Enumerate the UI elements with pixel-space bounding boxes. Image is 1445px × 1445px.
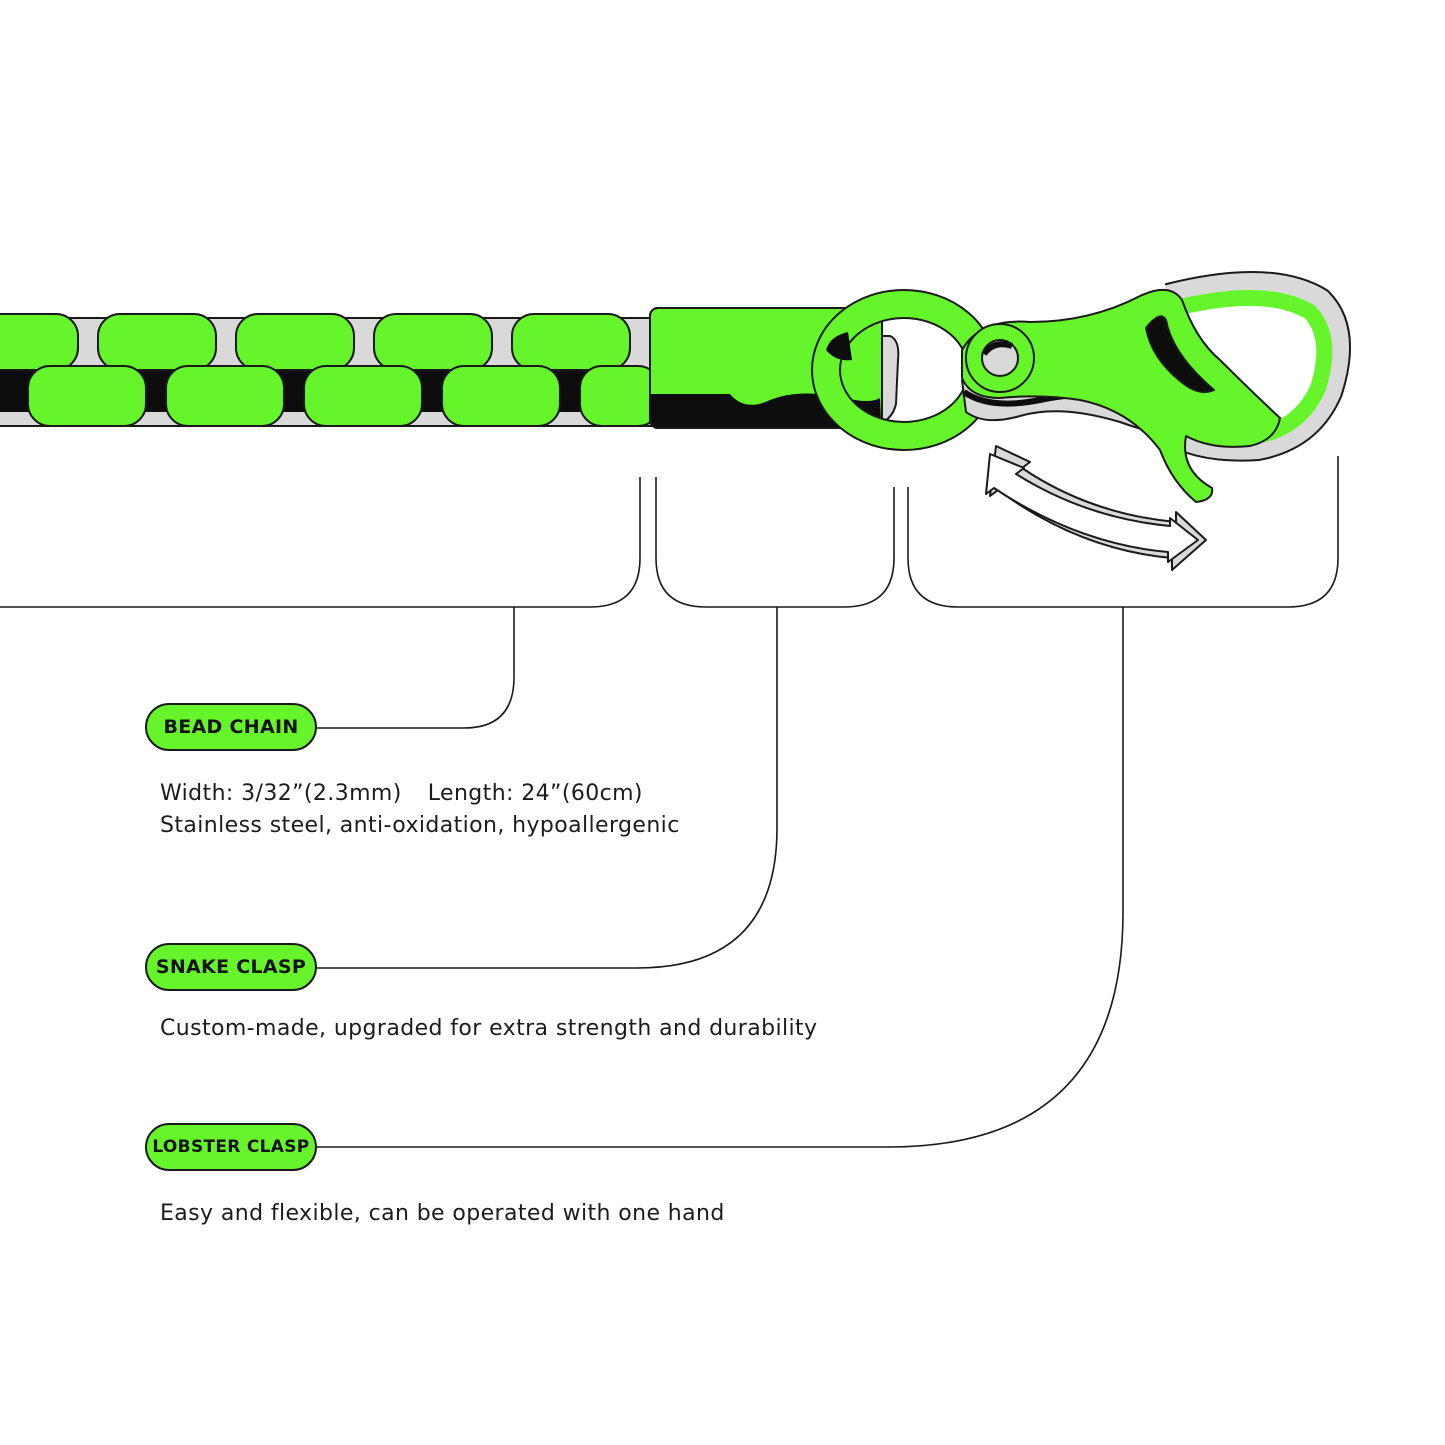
bead-chain-description: Width: 3/32”(2.3mm) Length: 24”(60cm) Sta… — [160, 778, 680, 842]
lobster-clasp-detail: Easy and flexible, can be operated with … — [160, 1201, 725, 1226]
chain-link — [0, 313, 79, 371]
chain-link — [165, 365, 285, 427]
callout-lines — [0, 456, 1339, 1148]
bead-chain-bracket — [0, 477, 641, 608]
chain-link — [511, 313, 631, 371]
bead-chain-illustration — [0, 313, 661, 427]
chain-link — [579, 365, 661, 427]
chain-link — [235, 313, 355, 371]
bead-chain-leader — [316, 607, 515, 729]
rotate-arrow-icon — [985, 445, 1207, 571]
snake-clasp-detail: Custom-made, upgraded for extra strength… — [160, 1016, 818, 1041]
snake-clasp-label: SNAKE CLASP — [145, 943, 317, 991]
bead-chain-label: BEAD CHAIN — [145, 703, 317, 751]
bead-chain-length: Length: 24”(60cm) — [427, 781, 643, 806]
snake-clasp-bracket — [655, 477, 895, 608]
chain-link — [373, 313, 493, 371]
lobster-clasp-leader — [316, 607, 1124, 1148]
snake-clasp-leader — [316, 607, 778, 969]
chain-link — [441, 365, 561, 427]
chain-link — [303, 365, 423, 427]
snake-clasp-description: Custom-made, upgraded for extra strength… — [160, 1013, 817, 1045]
bead-chain-material: Stainless steel, anti-oxidation, hypoall… — [160, 813, 680, 838]
lobster-clasp-description: Easy and flexible, can be operated with … — [160, 1198, 725, 1230]
chain-link — [27, 365, 147, 427]
lobster-clasp-label: LOBSTER CLASP — [145, 1123, 317, 1171]
bead-chain-width: Width: 3/32”(2.3mm) — [160, 781, 402, 806]
lobster-clasp-illustration — [961, 270, 1351, 503]
chain-link — [97, 313, 217, 371]
